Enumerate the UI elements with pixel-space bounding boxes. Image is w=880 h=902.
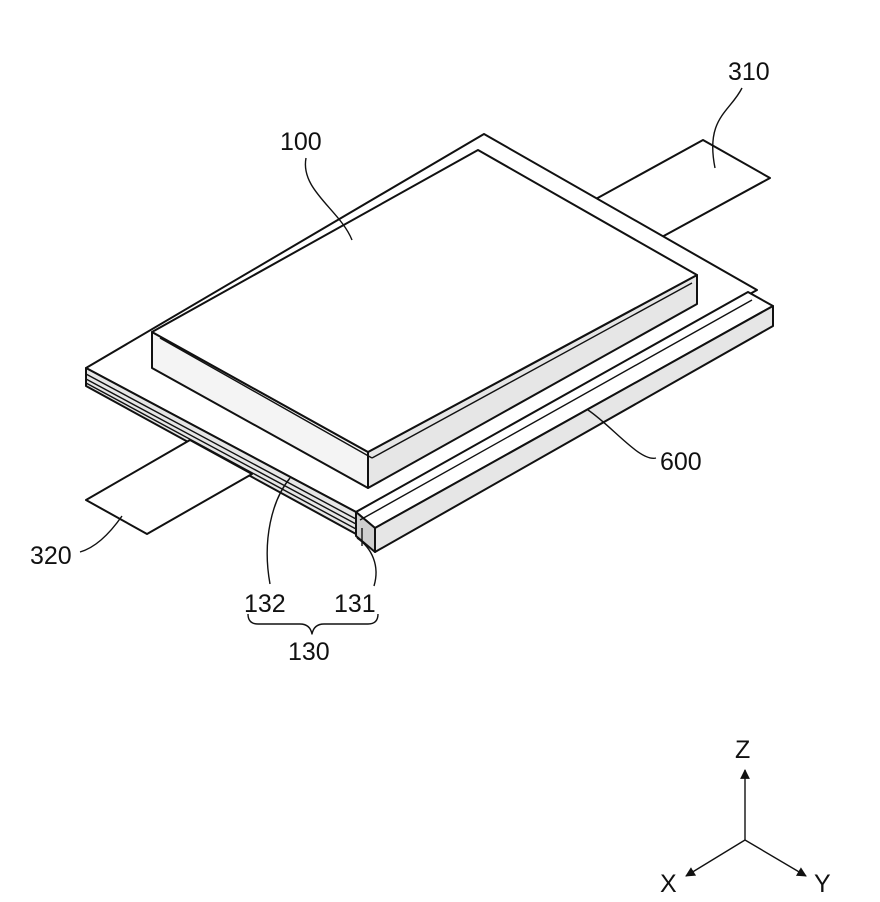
label-130: 130 xyxy=(288,638,330,666)
x-axis-arrow xyxy=(686,840,745,876)
x-axis-label: X xyxy=(660,870,677,898)
y-axis-label: Y xyxy=(814,870,831,898)
label-600: 600 xyxy=(660,448,702,476)
axis-indicator: Z X Y xyxy=(660,736,831,898)
z-axis-label: Z xyxy=(735,736,750,764)
label-320: 320 xyxy=(30,542,72,570)
label-310: 310 xyxy=(728,58,770,86)
label-132: 132 xyxy=(244,590,286,618)
y-axis-arrow xyxy=(745,840,806,876)
label-100: 100 xyxy=(280,128,322,156)
label-131: 131 xyxy=(334,590,376,618)
